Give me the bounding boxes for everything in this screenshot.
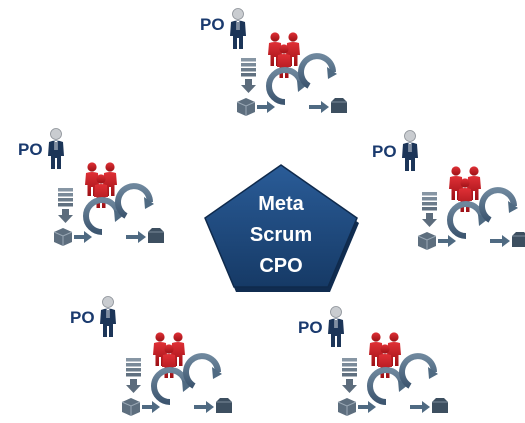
person-icon [99, 296, 117, 338]
team-cluster [122, 332, 232, 416]
center-line-2: Scrum [250, 224, 312, 246]
meta-scrum-pentagon: Meta Scrum CPO [204, 164, 359, 292]
center-line-1: Meta [258, 193, 304, 215]
team-cluster [237, 32, 347, 116]
person-icon [401, 130, 419, 172]
team-cluster [54, 162, 164, 246]
po-label: PO [298, 318, 323, 337]
team-cluster [338, 332, 448, 416]
po-label: PO [18, 140, 43, 159]
person-icon [229, 8, 247, 50]
po-label: PO [200, 15, 225, 34]
team-bottom-left: PO [70, 296, 232, 417]
po-label: PO [70, 308, 95, 327]
person-icon [47, 128, 65, 170]
team-cluster [418, 166, 525, 250]
team-left: PO [18, 128, 164, 247]
po-label: PO [372, 142, 397, 161]
team-bottom-right: PO [298, 306, 448, 417]
team-top: PO [200, 8, 347, 117]
center-line-3: CPO [259, 255, 302, 277]
team-right: PO [372, 130, 525, 251]
person-icon [327, 306, 345, 348]
